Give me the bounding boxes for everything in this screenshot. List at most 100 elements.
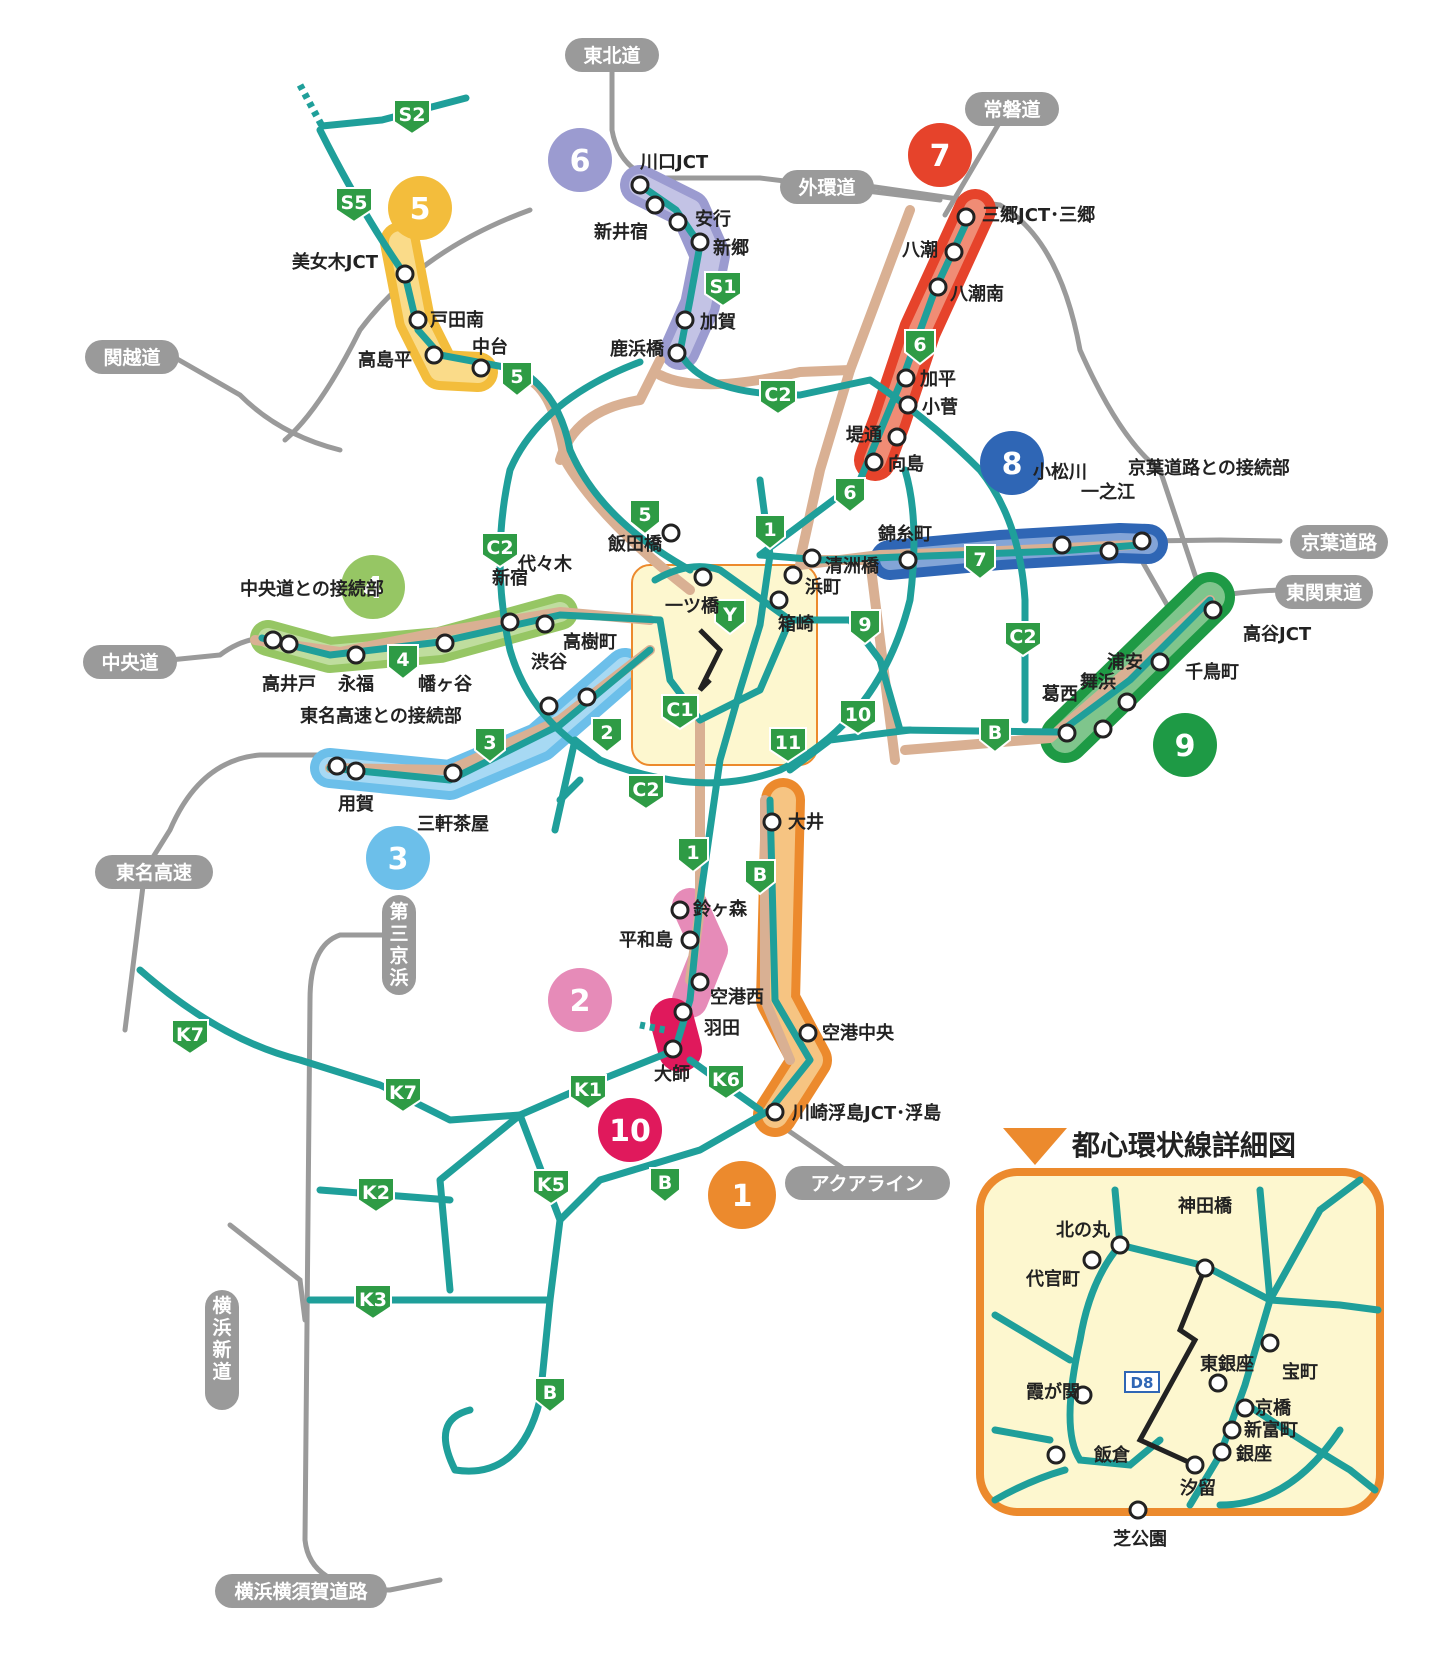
svg-text:K2: K2 (362, 1182, 390, 1204)
detail-kyobashi: 京橋 (1255, 1397, 1292, 1419)
svg-text:Y: Y (722, 604, 737, 626)
k5-line (436, 1111, 524, 1294)
station-suzugamori: 鈴ヶ森 (693, 898, 748, 920)
svg-text:S1: S1 (710, 276, 737, 298)
svg-text:5: 5 (510, 366, 523, 388)
route-b-east-line (1056, 596, 1214, 736)
station-hakozaki: 箱崎 (778, 613, 814, 635)
station-chidoricho: 千鳥町 (1185, 661, 1239, 683)
shield-k7: K7 (384, 1077, 422, 1114)
label-daisan-keihin: 第三京浜 (389, 900, 408, 989)
station-sangenjaya: 三軒茶屋 (417, 813, 489, 835)
k7-line (136, 966, 524, 1124)
station-takagicho: 高樹町 (563, 631, 617, 653)
gaikan-west-line (282, 207, 533, 443)
svg-text:B: B (543, 1382, 557, 1404)
detail-title: 都心環状線詳細図 (1071, 1129, 1296, 1162)
route-2-stub2-line (556, 776, 584, 804)
svg-text:K3: K3 (359, 1289, 387, 1311)
svg-text:K7: K7 (389, 1082, 417, 1104)
station-yashiominami: 八潮南 (950, 283, 1004, 305)
shield-4: 4 (387, 644, 419, 681)
route-3-line (326, 646, 654, 784)
station-keiyo-junction: 京葉道路との接続部 (1128, 457, 1290, 479)
label-keiyo: 京葉道路 (1301, 531, 1378, 554)
label-kanetsu: 関越道 (103, 346, 160, 369)
shield-7: 7 (964, 544, 996, 581)
shield-b-east: B (979, 717, 1011, 754)
external-expressway-labels: 東北道 常磐道 外環道 関越道 中央道 東名高速 第三京浜 京葉道路 東関東道 … (83, 38, 1388, 1608)
svg-text:B: B (988, 722, 1002, 744)
svg-text:K6: K6 (712, 1069, 740, 1091)
shield-9: 9 (849, 609, 881, 646)
station-kosuge: 小菅 (922, 396, 958, 418)
c1-detail-inset: 都心環状線詳細図 北の丸 神田橋 代官町 霞が関 東銀座 宝町 京橋 新富町 銀… (976, 1128, 1384, 1550)
station-shinjuku: 新宿 (492, 567, 528, 589)
route-number-badges: 1 2 3 4 5 6 7 8 9 10 (341, 123, 1217, 1229)
svg-text:S5: S5 (341, 192, 368, 214)
shield-k3: K3 (354, 1284, 392, 1321)
shield-s1: S1 (704, 271, 742, 308)
shield-5-mid: 5 (629, 499, 661, 536)
station-kinshicho: 錦糸町 (878, 523, 932, 545)
svg-text:1: 1 (686, 842, 699, 864)
route-9-line (786, 616, 1064, 736)
svg-text:7: 7 (973, 549, 986, 571)
station-chuo-junction: 中央道との接続部 (240, 578, 384, 600)
svg-text:C2: C2 (764, 384, 791, 406)
svg-text:K1: K1 (574, 1079, 602, 1101)
label-tohoku: 東北道 (583, 44, 640, 67)
svg-text:6: 6 (913, 334, 926, 356)
station-heiwajima: 平和島 (619, 929, 673, 951)
route-badge-4: 4 (363, 571, 384, 606)
kanetsu-line (169, 353, 343, 453)
shield-s5: S5 (335, 187, 373, 224)
label-tomei: 東名高速 (116, 861, 192, 884)
shield-11: 11 (769, 727, 807, 764)
station-yashio: 八潮 (902, 240, 938, 261)
detail-iikura: 飯倉 (1093, 1444, 1131, 1466)
svg-text:9: 9 (858, 614, 871, 636)
yokohama-shindo-line (227, 1222, 308, 1323)
svg-text:1: 1 (763, 519, 776, 541)
shield-k6: K6 (707, 1064, 745, 1101)
detail-kandabashi: 神田橋 (1178, 1195, 1233, 1217)
detail-marker-triangle (1003, 1128, 1067, 1165)
station-ichinoe: 一之江 (1081, 481, 1135, 503)
detail-ginza: 銀座 (1236, 1443, 1272, 1465)
detail-takaracho: 宝町 (1282, 1361, 1318, 1383)
shield-b-bay: B (649, 1167, 681, 1204)
svg-text:K5: K5 (537, 1174, 565, 1196)
station-hatagaya: 幡ヶ谷 (418, 673, 473, 695)
dashed-ends (296, 83, 666, 1034)
svg-text:4: 4 (396, 649, 409, 671)
station-kukochuo: 空港中央 (822, 1022, 895, 1044)
svg-text:C2: C2 (486, 537, 513, 559)
shield-c2-north: C2 (759, 379, 797, 416)
detail-shiodome: 汐留 (1180, 1477, 1216, 1499)
station-misato: 三郷JCT･三郷 (982, 204, 1095, 226)
daisan-keihin-line (302, 932, 443, 1593)
svg-text:10: 10 (845, 704, 871, 726)
detail-daikancho: 代官町 (1025, 1268, 1080, 1290)
station-bijogi: 美女木JCT (292, 251, 379, 273)
svg-text:C2: C2 (632, 779, 659, 801)
station-shikahama: 鹿浜橋 (610, 338, 665, 360)
k5b-line (516, 1111, 564, 1224)
shield-y: Y (714, 599, 746, 636)
station-tomei-junction: 東名高速との接続部 (300, 705, 462, 727)
shield-3: 3 (474, 727, 506, 764)
svg-text:2: 2 (600, 722, 613, 744)
shield-k5: K5 (532, 1169, 570, 1206)
station-kaga: 加賀 (699, 312, 736, 333)
station-haneda: 羽田 (704, 1018, 740, 1039)
detail-higashiginza: 東銀座 (1200, 1353, 1254, 1375)
station-nakadai: 中台 (472, 336, 508, 358)
svg-text:S2: S2 (399, 104, 426, 126)
station-takaido: 高井戸 (262, 673, 316, 695)
shield-b-north: B (744, 859, 776, 896)
svg-text:K7: K7 (176, 1024, 204, 1046)
svg-text:C1: C1 (666, 699, 693, 721)
station-koya: 高谷JCT (1243, 623, 1312, 645)
